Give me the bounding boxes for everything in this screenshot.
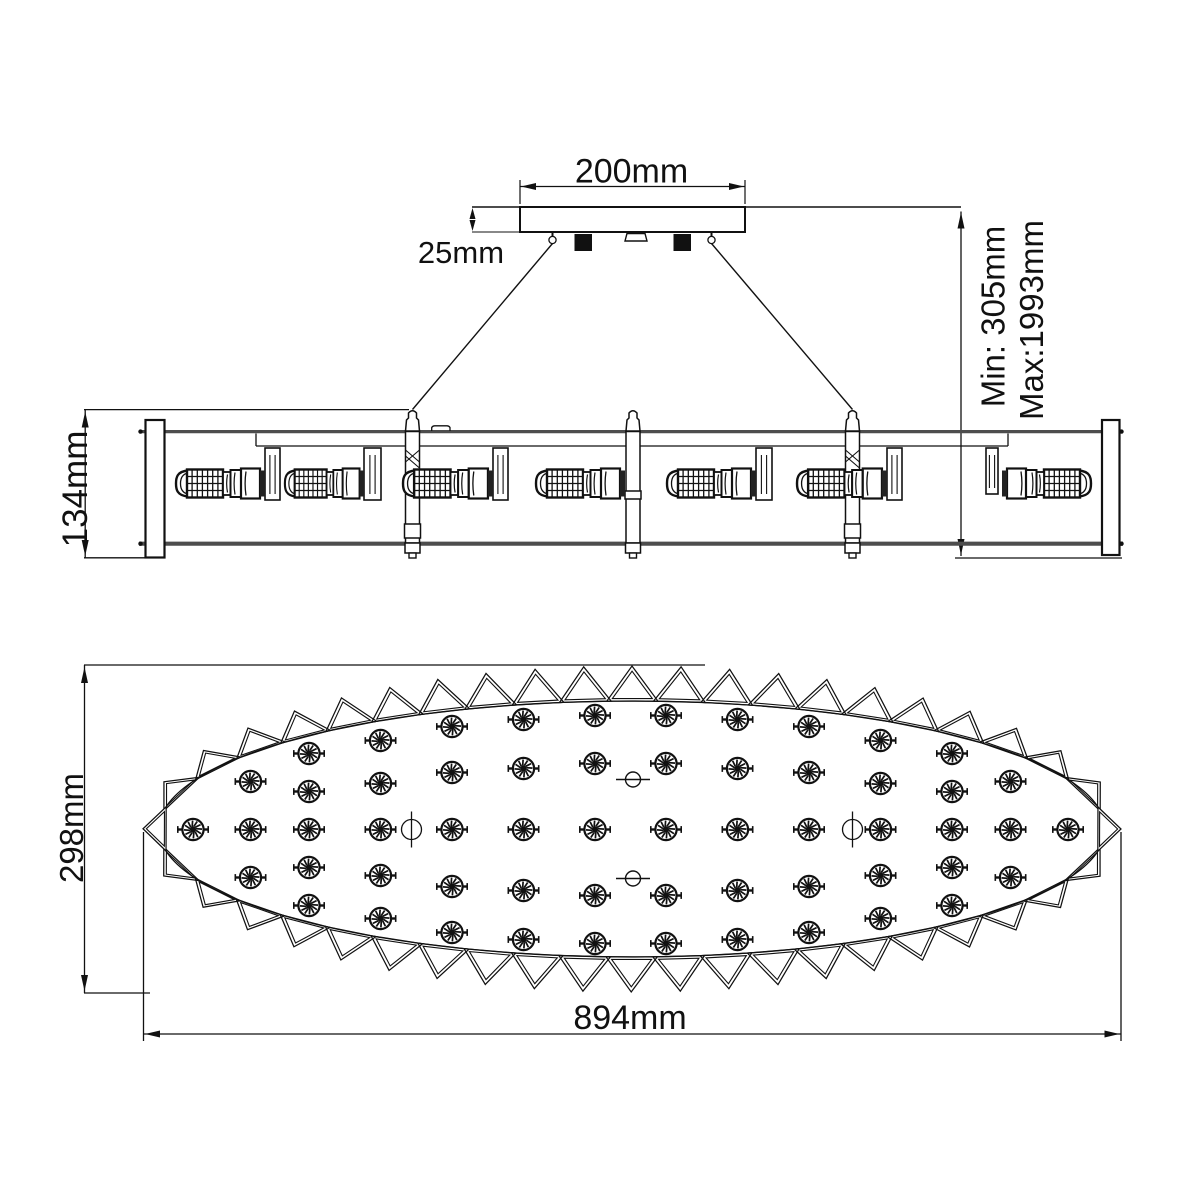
- svg-text:134mm: 134mm: [56, 431, 95, 548]
- svg-text:Max:1993mm: Max:1993mm: [1013, 220, 1050, 420]
- svg-text:Min: 305mm: Min: 305mm: [975, 226, 1012, 408]
- svg-text:894mm: 894mm: [573, 999, 686, 1037]
- svg-text:298mm: 298mm: [53, 773, 90, 883]
- svg-text:200mm: 200mm: [575, 153, 688, 191]
- svg-text:25mm: 25mm: [418, 235, 504, 270]
